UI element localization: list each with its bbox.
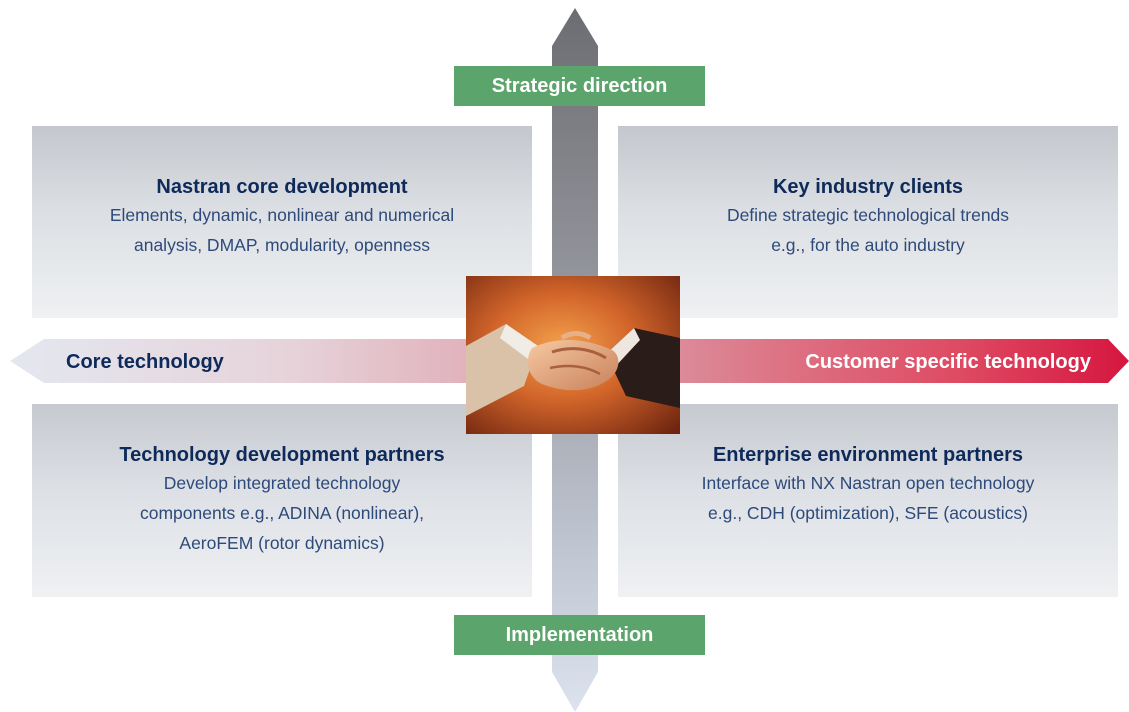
quadrant-text-line: Develop integrated technology (163, 473, 401, 493)
quadrant-text-line: Define strategic technological trends (726, 205, 1010, 225)
axis-label-customer-technology: Customer specific technology (805, 351, 1091, 373)
quadrant-title: Enterprise environment partners (712, 444, 1024, 466)
quadrant-title: Key industry clients (772, 176, 964, 198)
axis-label-strategic-direction: Strategic direction (454, 66, 705, 106)
quadrant-technology-partners: Technology development partners Develop … (32, 404, 532, 597)
quadrant-text-line: e.g., for the auto industry (771, 235, 965, 255)
quadrant-text-line: AeroFEM (rotor dynamics) (179, 533, 385, 553)
quadrant-text-line: e.g., CDH (optimization), SFE (acoustics… (708, 503, 1028, 523)
axis-label-implementation: Implementation (454, 615, 705, 655)
quadrant-text-line: Elements, dynamic, nonlinear and numeric… (109, 205, 455, 225)
handshake-photo (466, 276, 680, 434)
quadrant-title: Nastran core development (156, 176, 408, 198)
quadrant-title: Technology development partners (119, 444, 445, 466)
axis-label-core-technology: Core technology (66, 351, 224, 373)
quadrant-text-line: components e.g., ADINA (nonlinear), (139, 503, 425, 523)
quadrant-text-line: Interface with NX Nastran open technolog… (701, 473, 1035, 493)
quadrant-enterprise-partners: Enterprise environment partners Interfac… (618, 404, 1118, 597)
quadrant-industry-clients: Key industry clients Define strategic te… (618, 126, 1118, 318)
quadrant-core-development: Nastran core development Elements, dynam… (32, 126, 532, 318)
quadrant-text-line: analysis, DMAP, modularity, openness (133, 235, 431, 255)
